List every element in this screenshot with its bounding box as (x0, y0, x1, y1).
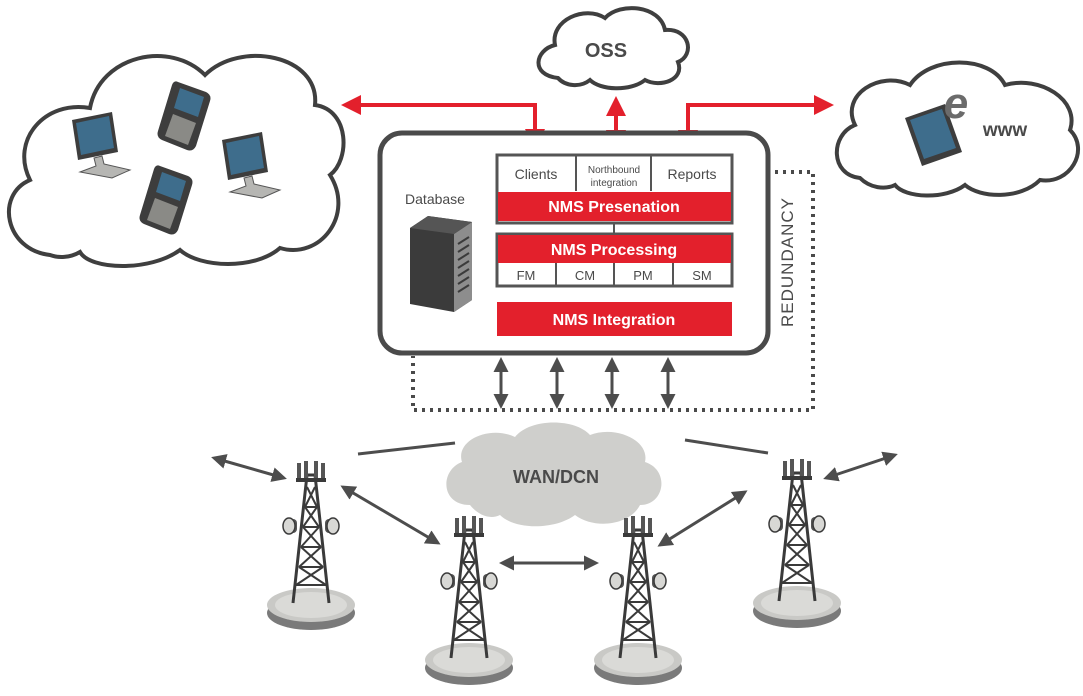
integration-links (493, 357, 676, 409)
redundancy-label: REDUNDANCY (778, 197, 797, 327)
nms-presentation-bar (498, 192, 731, 221)
wan-dcn-cloud: WAN/DCN (446, 422, 662, 527)
oss-cloud: OSS (536, 6, 690, 91)
browser-e-icon: e (944, 79, 968, 128)
wan-dcn-label: WAN/DCN (513, 467, 599, 487)
tower-links (211, 451, 898, 571)
wan-link-right (684, 438, 769, 455)
wan-link-left (357, 441, 456, 456)
nms-presentation-label: NMS Presenation (548, 199, 680, 216)
www-cloud: e www (834, 60, 1081, 198)
redundancy-path (411, 170, 815, 412)
nms-integration-label: NMS Integration (553, 312, 676, 329)
database-label: Database (405, 191, 465, 207)
fm-module: FM (517, 268, 536, 283)
cell-tower-icon (423, 514, 515, 687)
reports-module: Reports (667, 166, 716, 182)
nms-processing-label: NMS Processing (551, 242, 677, 259)
clients-cloud (6, 53, 346, 268)
cell-tower-icon (751, 457, 843, 630)
clients-module: Clients (515, 166, 558, 182)
nms-processing-bar (498, 235, 731, 263)
northbound-module-line2: integration (591, 178, 638, 189)
pm-module: PM (633, 268, 653, 283)
www-label: www (982, 120, 1028, 141)
oss-label: OSS (585, 40, 627, 62)
database-server-icon (410, 216, 472, 312)
cell-tower-icon (265, 459, 357, 632)
cm-module: CM (575, 268, 595, 283)
sm-module: SM (692, 268, 712, 283)
cell-tower-icon (592, 514, 684, 687)
nms-integration-bar (497, 302, 732, 336)
northbound-module-line1: Northbound (588, 165, 640, 176)
